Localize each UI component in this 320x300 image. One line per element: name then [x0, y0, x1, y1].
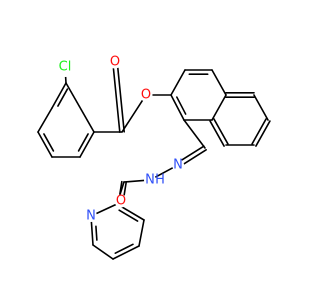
bond-29-30: [90, 221, 94, 246]
bond-26-27: [138, 219, 145, 247]
bond-19-10-inner: [176, 96, 187, 115]
bond-21-22: [154, 167, 174, 178]
atom-label-background: [85, 210, 97, 222]
bond-2-3-inner: [43, 133, 55, 152]
atom-label-o: O: [116, 194, 126, 209]
bond-22-23: [123, 179, 145, 183]
bond-19-20: [183, 119, 206, 149]
atom-label-background: [144, 174, 156, 186]
bond-12-13: [211, 69, 227, 96]
bond-28-29: [92, 244, 114, 260]
atom-label-n: N: [86, 209, 96, 224]
bond-20-21-b: [183, 149, 207, 165]
bond-17-18-b: [209, 120, 225, 147]
bond-17-18-a: [213, 118, 229, 145]
bond-27-28-inner: [114, 243, 134, 254]
bond-30-25: [95, 203, 118, 215]
bond-4-5-inner: [77, 133, 89, 152]
bond-7-8-a: [117, 67, 125, 133]
bond-23-24-b: [123, 181, 127, 196]
bond-5-0: [65, 82, 95, 133]
atom-label-o: O: [141, 88, 151, 103]
bond-1-2: [37, 107, 53, 133]
bond-7-9: [121, 99, 144, 133]
atom-label-h: H: [155, 173, 165, 188]
bond-18-13: [211, 94, 227, 121]
bond-20-21-a: [181, 145, 205, 161]
atom-label-background: [139, 88, 153, 102]
bond-0-1-inner: [57, 88, 69, 107]
atom-label-background: [172, 159, 184, 171]
atom-label-cl: Cl: [59, 60, 72, 75]
bond-2-3: [37, 131, 53, 158]
bond-27-28: [112, 245, 140, 260]
bond-19-10: [170, 94, 185, 121]
bond-29-30-inner: [95, 225, 98, 241]
bond-25-26-inner: [118, 209, 139, 222]
atom-label-o: O: [110, 55, 120, 70]
bond-4-5: [79, 131, 95, 158]
canvas-background: [0, 0, 300, 300]
bond-10-11: [170, 69, 186, 96]
bond-15-16-b: [255, 120, 271, 147]
atom-label-background: [108, 55, 122, 69]
bond-15-16-a: [251, 118, 267, 145]
bond-14-15: [253, 94, 269, 121]
atom-label-n: N: [145, 173, 155, 188]
atom-label-background: [114, 194, 128, 208]
bond-7-8-b: [112, 67, 121, 134]
bond-0-1: [51, 82, 67, 109]
atom-label-background: [55, 57, 75, 77]
atom-label-n: N: [173, 158, 183, 173]
